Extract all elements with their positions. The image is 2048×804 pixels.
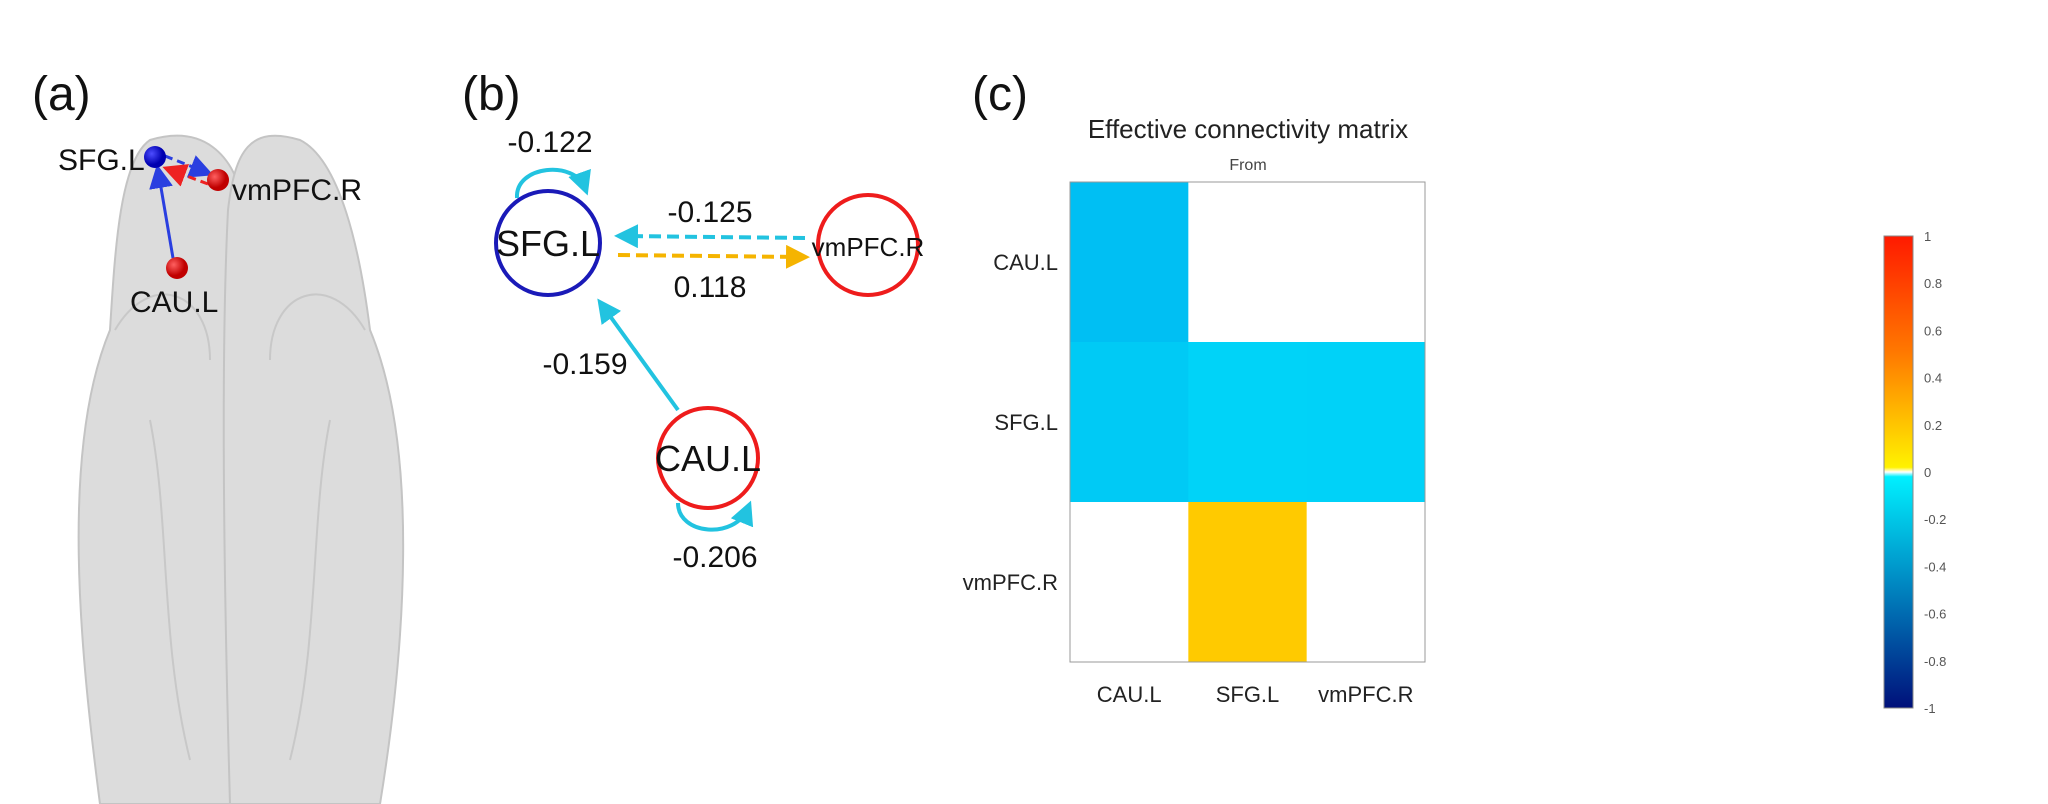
heatmap-cell [1188,182,1308,343]
colorbar-tick-label: 0 [1924,465,1931,480]
arrow-cau-to-sfg [149,164,175,259]
heatmap-cell [1306,342,1426,503]
colorbar-tick-label: -0.2 [1924,512,1946,527]
x-tick-label: vmPFC.R [1318,682,1413,707]
colorbar-tick-label: -0.4 [1924,559,1946,574]
chart-title: Effective connectivity matrix [1088,114,1408,144]
heatmap-cell [1070,342,1189,503]
node-circle-vmpfc [816,193,920,297]
heatmap-cell [1070,182,1189,343]
panel-label-b: (b) [462,68,521,121]
panel-label-a: (a) [32,68,91,121]
colorbar-tick-label: -1 [1924,701,1936,716]
heatmap-cell [1188,502,1308,663]
heatmap [1070,182,1426,663]
x-tick-label: SFG.L [1216,682,1280,707]
edge-label-sfg-self: -0.122 [507,126,592,159]
y-tick-label: CAU.L [993,250,1058,275]
arrow-sfg-to-vmpfc [164,154,214,178]
node-label-cau: CAU.L [655,438,761,479]
colorbar-tick-label: 0.8 [1924,276,1942,291]
node-cau [166,257,188,279]
node-vmpfc [207,169,229,191]
panel-c: (c) Effective connectivity matrix From C… [963,68,1947,716]
edge-label-sfg-to-vmpfc: 0.118 [674,271,747,304]
heatmap-cell [1306,502,1426,663]
x-tick-label: CAU.L [1097,682,1162,707]
x-axis-label: From [1229,157,1266,174]
colorbar-tick-label: 0.6 [1924,323,1942,338]
panel-label-c: (c) [972,68,1028,121]
panel-b: (b) SFG.L vmPFC.R CAU.L -0.122 -0.125 0.… [462,68,924,574]
colorbar [1883,235,1914,709]
colorbar-tick-label: 0.4 [1924,371,1942,386]
heatmap-cell [1070,502,1189,663]
edge-label-vmpfc-to-sfg: -0.125 [667,196,752,229]
arrow-cau-to-sfg [597,298,680,412]
self-loop-cau [676,500,754,532]
arrow-sfg-to-vmpfc [617,244,810,269]
heatmap-cell [1306,182,1426,343]
panel-a: (a) SFG.L vmPFC.R CAU.L [32,68,405,804]
node-circle-cau [656,406,760,510]
node-sfg [144,146,166,168]
node-label-vmpfc: vmPFC.R [812,232,925,262]
label-cau: CAU.L [130,286,218,319]
edge-label-cau-to-sfg: -0.159 [542,348,627,381]
label-sfg: SFG.L [58,144,145,177]
colorbar-tick-label: 1 [1924,229,1931,244]
label-vmpfc: vmPFC.R [232,174,362,207]
arrow-vmpfc-to-sfg [162,164,209,187]
x-tick-labels: CAU.L SFG.L vmPFC.R [1097,682,1414,707]
self-loop-sfg [514,167,591,199]
heatmap-frame [1069,181,1426,663]
heatmap-cell [1188,342,1308,503]
node-circle-sfg [494,189,602,297]
y-tick-labels: CAU.L SFG.L vmPFC.R [963,250,1058,595]
colorbar-tick-label: -0.6 [1924,607,1946,622]
colorbar-tick-label: -0.8 [1924,654,1946,669]
brain-image [77,134,405,804]
node-label-sfg: SFG.L [496,223,600,264]
colorbar-tick-label: 0.2 [1924,418,1942,433]
arrow-vmpfc-to-sfg [614,224,806,249]
y-tick-label: SFG.L [994,410,1058,435]
edge-label-cau-self: -0.206 [672,541,757,574]
colorbar-ticks: 1 0.8 0.6 0.4 0.2 0 -0.2 -0.4 -0.6 -0.8 -1 [1924,229,1946,716]
y-tick-label: vmPFC.R [963,570,1058,595]
